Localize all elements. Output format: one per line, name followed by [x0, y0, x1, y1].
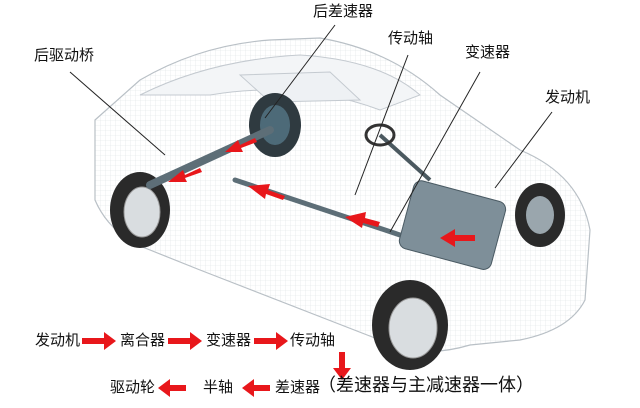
rear-right-wheel [249, 93, 301, 157]
label-engine: 发动机 [545, 88, 591, 106]
flow-differential: 差速器 [275, 378, 321, 396]
flow-clutch: 离合器 [120, 331, 166, 349]
leader-lines [69, 24, 553, 233]
flow-drive-wheel: 驱动轮 [110, 378, 156, 396]
front-left-wheel [372, 280, 448, 370]
power-flow-arrows [168, 138, 475, 247]
flow-transmission: 变速器 [206, 331, 252, 349]
flow-drive-shaft: 传动轴 [290, 331, 336, 349]
rear-left-wheel [110, 172, 170, 248]
flow-engine: 发动机 [35, 331, 81, 349]
label-rear-differential: 后差速器 [313, 2, 374, 20]
front-right-wheel [515, 183, 565, 247]
engine-block [398, 180, 507, 270]
label-transmission: 变速器 [465, 43, 511, 61]
label-drive-shaft: 传动轴 [388, 29, 434, 47]
flow-half-shaft: 半轴 [203, 378, 234, 396]
rear-axle [146, 126, 274, 189]
flow-chart-arrows [82, 332, 351, 397]
steering-wheel [364, 123, 396, 147]
flow-note: （差速器与主减速器一体） [318, 375, 534, 396]
label-rear-drive-axle: 后驱动桥 [34, 46, 95, 64]
